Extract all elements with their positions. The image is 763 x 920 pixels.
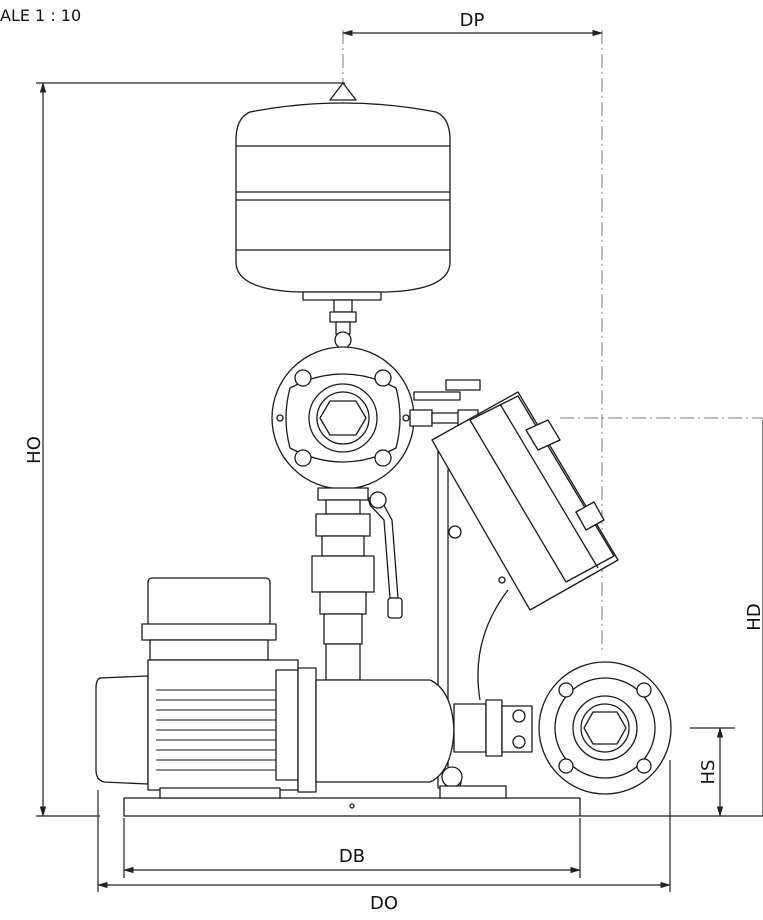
dim-label-do: DO <box>370 893 398 914</box>
dim-label-hd: HD <box>744 603 763 630</box>
control-box <box>431 391 619 611</box>
scale-label: ALE 1 : 10 <box>0 6 82 25</box>
dim-label-ho: HO <box>24 436 45 464</box>
dim-label-db: DB <box>339 846 365 867</box>
lower-flange <box>538 661 672 795</box>
dim-label-dp: DP <box>460 10 485 31</box>
expansion-tank <box>235 82 451 349</box>
vertical-pipe <box>311 487 403 681</box>
upper-flange <box>271 346 481 490</box>
dimension-lines <box>36 29 763 892</box>
base-plate <box>123 785 581 817</box>
pump-body <box>297 667 533 793</box>
dim-label-hs: HS <box>698 760 719 785</box>
pump-assembly <box>95 82 672 817</box>
motor <box>95 577 299 791</box>
